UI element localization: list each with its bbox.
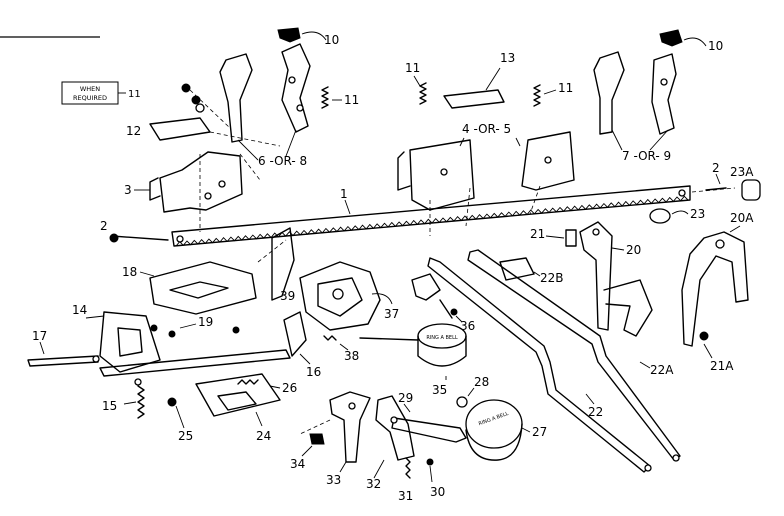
label-29: 29 bbox=[398, 391, 413, 405]
part-4-or-5-brackets: 4 -OR- 5 bbox=[397, 122, 575, 211]
label-28: 28 bbox=[474, 375, 489, 389]
label-30: 30 bbox=[430, 485, 445, 499]
label-21a: 21A bbox=[710, 359, 734, 373]
part-35-bell: RING A BELL 35 bbox=[359, 323, 467, 397]
label-15: 15 bbox=[102, 399, 117, 413]
part-6-or-8-levers: 6 -OR- 8 bbox=[219, 43, 311, 168]
part-22a-link: 22A bbox=[467, 249, 681, 462]
part-1-rack-bar: 1 bbox=[171, 185, 691, 247]
part-11a-screws bbox=[181, 83, 231, 129]
label-11a: 11 bbox=[128, 89, 141, 100]
label-10-left: 10 bbox=[324, 33, 339, 47]
part-22b-bracket: 22B bbox=[499, 257, 564, 285]
part-16-bar: 16 bbox=[99, 311, 321, 379]
label-4-or-5: 4 -OR- 5 bbox=[462, 122, 511, 136]
label-27: 27 bbox=[532, 425, 547, 439]
label-10-right: 10 bbox=[708, 39, 723, 53]
label-13: 13 bbox=[500, 51, 515, 65]
label-38: 38 bbox=[344, 349, 359, 363]
part-27-bell: RING A BELL 27 bbox=[465, 399, 547, 461]
part-37-mechanism: 37 bbox=[299, 261, 399, 331]
label-6-or-8: 6 -OR- 8 bbox=[258, 154, 307, 168]
alignment-lines bbox=[199, 153, 541, 435]
label-17: 17 bbox=[32, 329, 47, 343]
label-2-left: 2 bbox=[100, 219, 108, 233]
part-30-screw: 30 bbox=[426, 458, 445, 499]
part-29-arm: 29 bbox=[391, 391, 467, 443]
part-21a-screw: 21A bbox=[699, 331, 734, 373]
part-23-button: 23 bbox=[649, 207, 705, 224]
label-7-or-9: 7 -OR- 9 bbox=[622, 149, 671, 163]
part-2-screw-left: 2 bbox=[100, 219, 169, 243]
part-34-nut: 34 bbox=[290, 433, 325, 471]
part-33-lever: 33 bbox=[326, 391, 371, 487]
label-11-a: 11 bbox=[558, 81, 573, 95]
label-34: 34 bbox=[290, 457, 305, 471]
label-20a: 20A bbox=[730, 211, 754, 225]
part-39-bracket: 39 bbox=[271, 227, 295, 303]
part-20-lever: 20 bbox=[579, 221, 653, 337]
label-1: 1 bbox=[340, 187, 348, 201]
callout-line1: WHEN bbox=[80, 85, 100, 93]
part-23a-knob: 23A bbox=[730, 165, 761, 201]
label-35: 35 bbox=[432, 383, 447, 397]
part-2-screw-right: 2 bbox=[691, 161, 736, 193]
part-38-spring: 38 bbox=[323, 335, 359, 363]
label-39: 39 bbox=[280, 289, 295, 303]
part-21-pin: 21 bbox=[530, 227, 577, 247]
label-16: 16 bbox=[306, 365, 321, 379]
part-13-bracket: 13 bbox=[443, 51, 515, 109]
label-22a: 22A bbox=[650, 363, 674, 377]
label-33: 33 bbox=[326, 473, 341, 487]
label-21: 21 bbox=[530, 227, 545, 241]
label-24: 24 bbox=[256, 429, 271, 443]
label-2-right: 2 bbox=[712, 161, 720, 175]
part-3-bracket: 3 bbox=[124, 151, 243, 213]
label-37: 37 bbox=[384, 307, 399, 321]
label-31: 31 bbox=[398, 489, 413, 503]
part-11-springs: 11 11 11 bbox=[321, 61, 573, 109]
callout-line2: REQUIRED bbox=[73, 94, 107, 102]
part-20a-lever: 20A bbox=[681, 211, 754, 347]
label-19: 19 bbox=[198, 315, 213, 329]
part-12-bracket: 12 bbox=[126, 117, 281, 147]
label-18: 18 bbox=[122, 265, 137, 279]
part-31-spring: 31 bbox=[398, 457, 413, 503]
part-25-screw: 25 bbox=[167, 397, 193, 443]
label-26: 26 bbox=[282, 381, 297, 395]
part-22-link: 22 bbox=[427, 257, 652, 473]
label-11-c: 11 bbox=[344, 93, 359, 107]
label-3: 3 bbox=[124, 183, 132, 197]
part-7-or-9-levers: 7 -OR- 9 bbox=[593, 51, 677, 163]
label-36: 36 bbox=[460, 319, 475, 333]
when-required-callout: WHEN REQUIRED 11 bbox=[61, 81, 141, 105]
part-14-bracket: 14 bbox=[72, 303, 161, 373]
label-11-b: 11 bbox=[405, 61, 420, 75]
bell-text-small: RING A BELL bbox=[426, 335, 458, 341]
label-25: 25 bbox=[178, 429, 193, 443]
label-32: 32 bbox=[366, 477, 381, 491]
part-36-hammer: 36 bbox=[411, 273, 475, 333]
part-18-frame: 18 bbox=[122, 261, 257, 315]
part-17-shaft: 17 bbox=[27, 329, 100, 367]
part-10-cap-left: 10 bbox=[277, 27, 339, 47]
label-12: 12 bbox=[126, 124, 141, 138]
part-19-screws: 19 bbox=[150, 315, 240, 338]
part-24-plate: 24 bbox=[195, 373, 281, 443]
part-32-frame: 32 bbox=[366, 395, 415, 491]
label-20: 20 bbox=[626, 243, 641, 257]
part-15-spring: 15 bbox=[102, 378, 145, 419]
label-14: 14 bbox=[72, 303, 87, 317]
part-28-washer: 28 bbox=[456, 375, 489, 408]
label-22: 22 bbox=[588, 405, 603, 419]
label-22b: 22B bbox=[540, 271, 564, 285]
part-10-cap-right: 10 bbox=[659, 29, 723, 53]
label-23: 23 bbox=[690, 207, 705, 221]
label-23a: 23A bbox=[730, 165, 754, 179]
part-26-spring: 26 bbox=[237, 379, 297, 395]
